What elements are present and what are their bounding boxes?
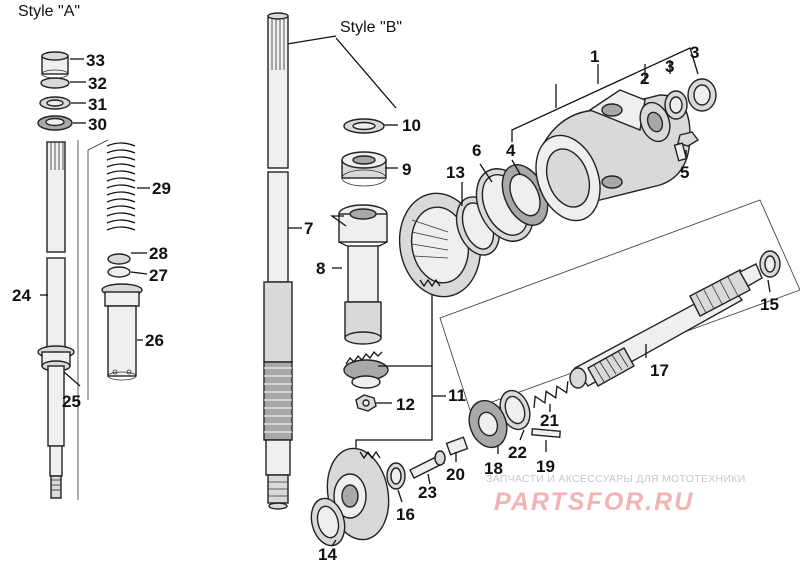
style-a-leaders [40,58,150,341]
label-20: 20 [446,465,465,484]
style-b-leaders [288,124,771,547]
label-3b: 3 [690,43,699,62]
part-33-collar [41,51,69,79]
part-number-labels: 33 32 31 30 29 28 27 26 25 24 7 8 9 10 1… [12,43,779,563]
part-3-washer-a [664,90,688,120]
label-31: 31 [88,95,107,114]
label-27: 27 [149,266,168,285]
part-23-plunger [409,450,446,479]
label-24: 24 [12,286,31,305]
part-25-pin [63,371,81,387]
part-26-sleeve [101,283,143,381]
part-3-washer-b [687,78,717,112]
part-14-washer [310,497,346,547]
label-5: 5 [680,163,689,182]
label-10: 10 [402,116,421,135]
part-5-bolt [673,131,700,162]
part-27-ring [107,266,131,278]
label-14: 14 [318,545,337,563]
label-18: 18 [484,459,503,478]
label-3a: 3 [665,57,674,76]
label-33: 33 [86,51,105,70]
label-30: 30 [88,115,107,134]
style-b-label: Style "B" [340,19,402,36]
label-11: 11 [448,386,466,405]
part-21-spring [533,381,569,409]
part-28-ring [107,253,131,265]
part-15-ring [759,250,781,278]
part-20-coupler [445,436,469,456]
part-30-bearing [37,115,73,131]
style-b-leader-10 [335,37,397,109]
part-17-assembly-outline [439,199,800,411]
style-b-leader-top [286,35,337,45]
label-8: 8 [316,259,325,278]
part-8-bushing [329,204,388,345]
label-16: 16 [396,505,415,524]
part-9-collar [341,151,387,187]
label-28: 28 [149,244,168,263]
part-10-washer [343,118,385,134]
watermark-logo: PARTSFOR.RU [494,488,694,516]
label-19: 19 [536,457,555,476]
label-15: 15 [760,295,779,314]
part-2-seal [639,101,671,143]
part-31-washer [39,96,71,110]
watermark: ЗАПЧАСТИ И АКСЕССУАРЫ ДЛЯ МОТОТЕХНИКИ PA… [486,473,746,516]
part-19-pin [531,428,561,438]
watermark-tagline: ЗАПЧАСТИ И АКСЕССУАРЫ ДЛЯ МОТОТЕХНИКИ [486,473,746,485]
label-22: 22 [508,443,527,462]
label-12: 12 [396,395,415,414]
label-25: 25 [62,392,81,411]
label-2: 2 [640,69,649,88]
label-21: 21 [540,411,559,430]
label-23: 23 [418,483,437,502]
label-17: 17 [650,361,669,380]
part-18-clutch-dog [468,399,508,449]
part-29-spring [87,139,136,231]
label-32: 32 [88,74,107,93]
label-29: 29 [152,179,171,198]
part-24-drive-shaft [37,141,75,499]
part-12-small-gear [343,350,389,412]
part-22-ring [499,389,531,431]
part-17-output-shaft [569,263,763,389]
part-1-bracket [511,47,699,142]
label-1: 1 [590,47,599,66]
part-7-drive-shaft [263,12,293,510]
label-7: 7 [304,219,313,238]
label-9: 9 [402,160,411,179]
style-a-label: Style "A" [18,3,80,20]
label-13: 13 [446,163,465,182]
label-6: 6 [472,141,481,160]
label-26: 26 [145,331,164,350]
label-4: 4 [506,141,516,160]
part-32-washer [40,77,70,89]
part-16-ring [386,462,406,490]
